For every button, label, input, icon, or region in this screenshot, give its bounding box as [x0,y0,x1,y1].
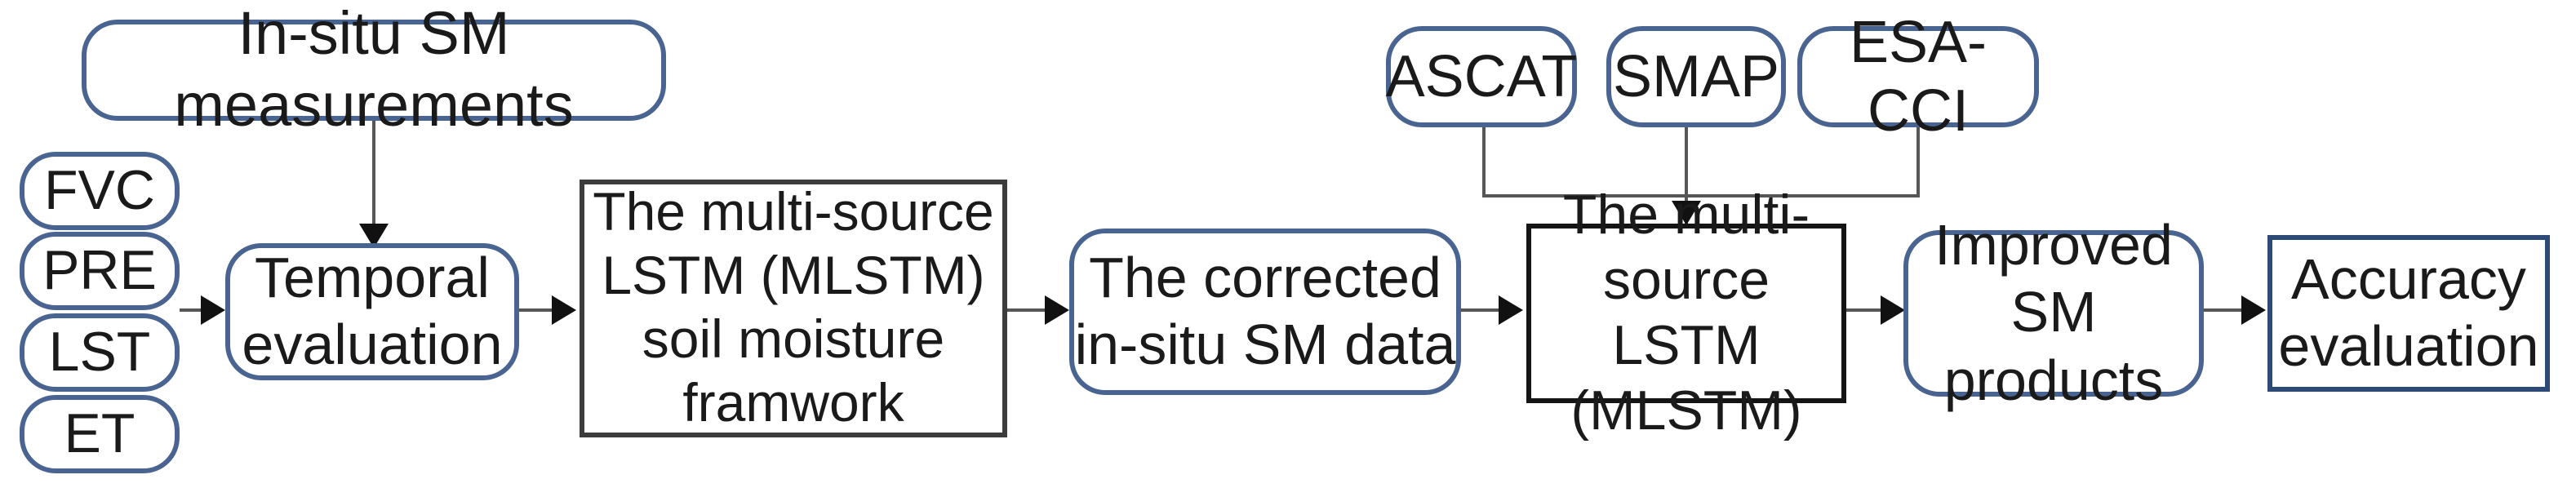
arrowhead-right-temporal [201,295,225,325]
node-label: LST [48,321,151,384]
node-corrected-in-situ-sm-data[interactable]: The corrected in-situ SM data [1069,229,1461,395]
node-improved-sm-products[interactable]: Improved SM products [1903,214,2204,412]
node-label: In-situ SM measurements [174,0,574,139]
connector-esacci-down [1916,127,1920,196]
connector-inputs-to-temporal [180,308,212,312]
node-et[interactable]: ET [20,395,180,473]
connector-corrected-to-mlstm [1461,308,1513,312]
connector-sources-bracket [1482,194,1920,197]
node-smap[interactable]: SMAP [1606,26,1786,127]
arrowhead-right-accuracy [2241,295,2266,325]
connector-ascat-down [1482,127,1486,196]
arrowhead-down-mlstm [1672,201,1701,225]
node-mlstm[interactable]: The multi- source LSTM (MLSTM) [1526,184,1846,442]
node-label: Accuracy evaluation [2278,247,2539,379]
arrowhead-right-products [1881,295,1905,325]
connector-framework-to-corrected [1007,308,1059,312]
node-mlstm-framework[interactable]: The multi-source LSTM (MLSTM) soil moist… [580,180,1007,437]
node-label: The multi- source LSTM (MLSTM) [1562,184,1810,443]
node-in-situ-sm-measurements[interactable]: In-situ SM measurements [82,1,666,139]
node-lst[interactable]: LST [20,313,180,392]
node-label: The multi-source LSTM (MLSTM) soil moist… [593,181,994,433]
arrowhead-right-mlstm [1499,295,1523,325]
connector-mlstm-to-products [1846,308,1899,312]
node-pre[interactable]: PRE [20,232,180,310]
node-label: Temporal evaluation [242,246,503,377]
connector-temporal-to-framework [519,308,565,312]
connector-smap-down [1685,127,1688,207]
connector-products-to-accuracy [2204,308,2263,312]
connector-insitu-to-temporal [372,121,375,235]
node-label: SMAP [1612,42,1780,109]
arrowhead-right-framework [552,295,576,325]
node-label: ESA-CCI [1849,7,1988,144]
node-label: The corrected in-situ SM data [1074,246,1456,377]
node-esa-cci[interactable]: ESA-CCI [1797,7,2039,144]
node-ascat[interactable]: ASCAT [1386,26,1577,127]
node-label: ASCAT [1385,42,1578,109]
node-label: FVC [44,159,155,222]
arrowhead-right-corrected [1045,295,1069,325]
node-label: Improved SM products [1934,214,2173,413]
node-label: ET [64,402,135,465]
node-label: PRE [42,239,157,302]
node-temporal-evaluation[interactable]: Temporal evaluation [225,243,519,380]
node-accuracy-evaluation[interactable]: Accuracy evaluation [2267,235,2550,392]
node-fvc[interactable]: FVC [20,152,180,230]
